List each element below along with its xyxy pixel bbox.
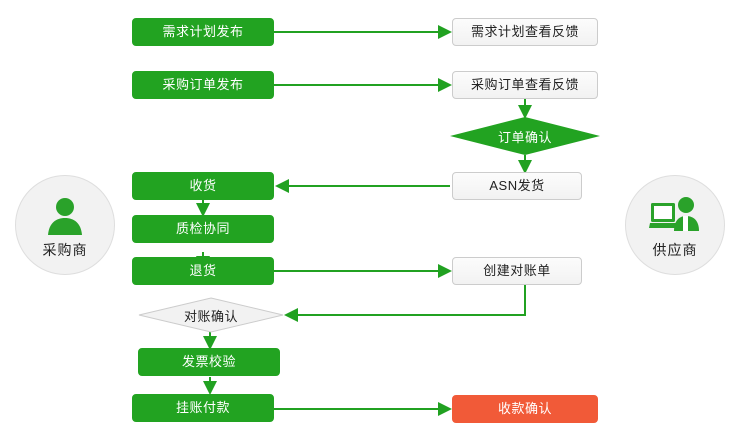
node-create-statement[interactable]: 创建对账单 [452, 257, 582, 285]
node-label: 需求计划查看反馈 [470, 23, 579, 39]
node-demand-plan-publish[interactable]: 需求计划发布 [132, 18, 274, 46]
node-label: 收货 [189, 177, 217, 193]
node-label: 质检协同 [175, 220, 230, 236]
node-label: 收款确认 [497, 400, 552, 416]
node-label: 退货 [189, 262, 217, 278]
node-quality-collab[interactable]: 质检协同 [132, 215, 274, 243]
person-icon [44, 191, 86, 237]
node-invoice-check[interactable]: 发票校验 [138, 348, 280, 376]
node-label: 挂账付款 [175, 399, 230, 415]
node-label: 采购订单查看反馈 [470, 76, 579, 92]
node-pay-on-account[interactable]: 挂账付款 [132, 394, 274, 422]
node-label: ASN发货 [489, 177, 545, 193]
actor-buyer-label: 采购商 [42, 241, 88, 258]
node-label: 发票校验 [181, 353, 236, 369]
node-asn-ship[interactable]: ASN发货 [452, 172, 582, 200]
person-at-computer-icon [649, 191, 701, 237]
edge-statement-to-confirm [284, 285, 526, 322]
node-label: 对账确认 [183, 308, 238, 324]
node-statement-confirm[interactable]: 对账确认 [138, 297, 284, 333]
node-label: 订单确认 [497, 129, 552, 145]
node-label: 采购订单发布 [162, 76, 244, 92]
node-po-publish[interactable]: 采购订单发布 [132, 71, 274, 99]
node-po-feedback[interactable]: 采购订单查看反馈 [452, 71, 598, 99]
actor-supplier: 供应商 [625, 175, 725, 275]
node-order-confirm[interactable]: 订单确认 [450, 117, 600, 155]
node-label: 创建对账单 [483, 262, 551, 278]
node-demand-plan-feedback[interactable]: 需求计划查看反馈 [452, 18, 598, 46]
actor-buyer: 采购商 [15, 175, 115, 275]
node-receipt-confirm[interactable]: 收款确认 [452, 395, 598, 423]
node-receive-goods[interactable]: 收货 [132, 172, 274, 200]
node-return-goods[interactable]: 退货 [132, 257, 274, 285]
node-label: 需求计划发布 [162, 23, 244, 39]
actor-supplier-label: 供应商 [652, 241, 698, 258]
